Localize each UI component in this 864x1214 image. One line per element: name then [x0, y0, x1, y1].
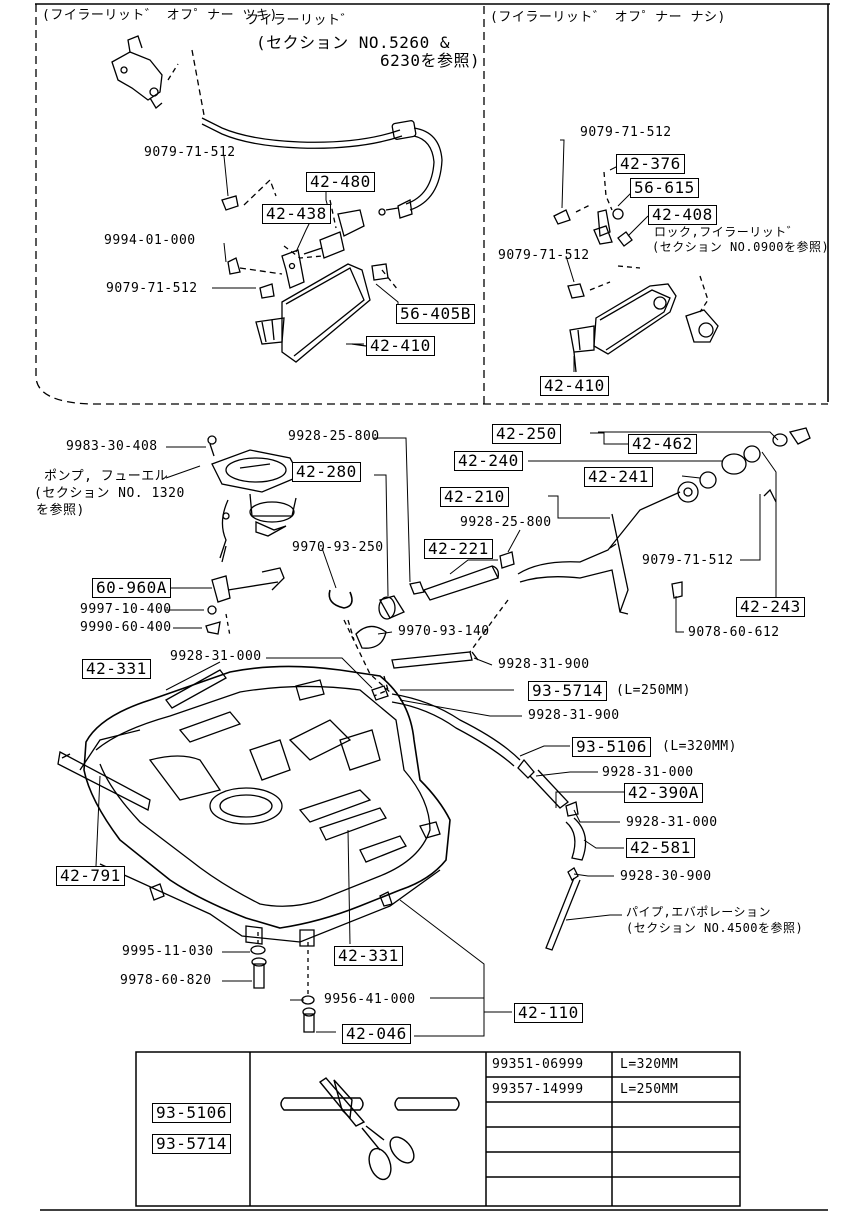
table-part-93-5714: 93-5714	[152, 1134, 231, 1154]
part-label-9994: 9994-01-000	[104, 233, 196, 248]
part-label-9928-31-000-b: 9928-31-000	[602, 765, 694, 780]
right-lid-lock-assembly	[553, 171, 719, 373]
part-label-9079-b: 9079-71-512	[106, 281, 198, 296]
table-row-2-length: L=250MM	[620, 1082, 679, 1097]
part-box-42-462: 42-462	[628, 434, 697, 454]
part-box-42-410-left: 42-410	[366, 336, 435, 356]
fuel-pump-note-line2: (セクション NO. 1320	[34, 486, 185, 501]
part-box-42-410-right: 42-410	[540, 376, 609, 396]
part-label-9990: 9990-60-400	[80, 620, 172, 635]
part-label-9079-a: 9079-71-512	[144, 145, 236, 160]
length-table-frame	[135, 1051, 741, 1207]
part-label-9978: 9978-60-820	[120, 973, 212, 988]
part-box-42-376: 42-376	[616, 154, 685, 174]
part-label-9079-d: 9079-71-512	[498, 248, 590, 263]
filler-lid-ref-see: 6230を参照)	[380, 51, 481, 70]
part-box-42-791: 42-791	[56, 866, 125, 886]
part-label-9928-31-900-a: 9928-31-900	[498, 657, 590, 672]
lock-ref-line2: (セクション NO.0900を参照)	[652, 240, 830, 254]
fuel-tank-assembly	[57, 427, 811, 1033]
part-box-93-5106: 93-5106	[572, 737, 651, 757]
filler-lid-ref-section: (セクション NO.5260 &	[256, 33, 450, 52]
part-box-93-5714: 93-5714	[528, 681, 607, 701]
part-label-9928-30-900: 9928-30-900	[620, 869, 712, 884]
lock-ref-line1: ロック,フイラーリット゛	[654, 225, 800, 239]
leader-lines	[95, 139, 779, 1037]
part-label-9928-25-800-b: 9928-25-800	[460, 515, 552, 530]
part-box-42-480: 42-480	[306, 172, 375, 192]
part-label-9970-93-250: 9970-93-250	[292, 540, 384, 555]
part-box-42-221: 42-221	[424, 539, 493, 559]
part-box-42-250: 42-250	[492, 424, 561, 444]
part-label-9079-71-512-main: 9079-71-512	[642, 553, 734, 568]
table-row-2-part-no: 99357-14999	[492, 1082, 584, 1097]
part-box-42-438: 42-438	[262, 204, 331, 224]
part-label-9928-25-800-a: 9928-25-800	[288, 429, 380, 444]
part-label-9970-93-140: 9970-93-140	[398, 624, 490, 639]
part-box-42-240: 42-240	[454, 451, 523, 471]
evap-pipe-note-line2: (セクション NO.4500を参照)	[626, 921, 804, 935]
table-part-93-5106: 93-5106	[152, 1103, 231, 1123]
part-box-42-241: 42-241	[584, 467, 653, 487]
part-box-42-408: 42-408	[648, 205, 717, 225]
part-box-42-390A: 42-390A	[624, 783, 703, 803]
part-box-42-243: 42-243	[736, 597, 805, 617]
header-without-opener: (フイラーリット゛ オフ゜ナー ナシ)	[490, 10, 726, 25]
left-lid-opener-assembly	[111, 35, 443, 363]
part-label-9079-c: 9079-71-512	[580, 125, 672, 140]
length-label-250: (L=250MM)	[616, 683, 691, 698]
length-label-320: (L=320MM)	[662, 739, 737, 754]
fuel-pump-note-line1: ポンプ, フューエル	[44, 469, 169, 484]
part-box-42-046: 42-046	[342, 1024, 411, 1044]
top-panel-frame	[35, 3, 830, 1211]
evap-pipe-note-line1: パイプ,エバポレーション	[626, 905, 771, 919]
part-box-42-210: 42-210	[440, 487, 509, 507]
part-label-9997: 9997-10-400	[80, 602, 172, 617]
part-box-60-960A: 60-960A	[92, 578, 171, 598]
part-label-9928-31-900-b: 9928-31-900	[528, 708, 620, 723]
part-box-56-615: 56-615	[630, 178, 699, 198]
part-box-42-331-b: 42-331	[334, 946, 403, 966]
part-label-9078-60-612: 9078-60-612	[688, 625, 780, 640]
part-label-9928-31-000-a: 9928-31-000	[170, 649, 262, 664]
part-label-9956: 9956-41-000	[324, 992, 416, 1007]
table-row-1-part-no: 99351-06999	[492, 1057, 584, 1072]
fuel-pump-note-line3: を参照)	[36, 503, 85, 518]
filler-lid-ref-title: フイラーリット゛	[246, 13, 355, 28]
part-label-9995: 9995-11-030	[122, 944, 214, 959]
part-box-56-405B: 56-405B	[396, 304, 475, 324]
part-box-42-581: 42-581	[626, 838, 695, 858]
part-label-9983: 9983-30-408	[66, 439, 158, 454]
table-row-1-length: L=320MM	[620, 1057, 679, 1072]
part-box-42-110: 42-110	[514, 1003, 583, 1023]
part-box-42-331-a: 42-331	[82, 659, 151, 679]
hose-and-scissors-icon	[280, 1077, 460, 1181]
part-label-9928-31-000-c: 9928-31-000	[626, 815, 718, 830]
header-with-opener: (フイラーリット゛ オフ゜ナー ツキ)	[42, 8, 278, 23]
part-box-42-280: 42-280	[292, 462, 361, 482]
